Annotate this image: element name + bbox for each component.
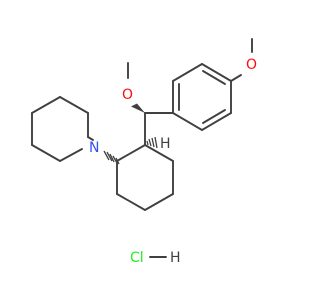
bond bbox=[201, 63, 232, 82]
hash-line bbox=[112, 155, 118, 164]
aromatic-double-bond bbox=[202, 109, 226, 124]
bond bbox=[59, 96, 89, 114]
hashed-bond-to-nitrogen bbox=[103, 150, 120, 165]
hash-line bbox=[146, 140, 149, 146]
hydrogen-atom-label: H bbox=[170, 250, 181, 266]
cyclohexane-ring bbox=[116, 144, 174, 211]
hydrochloride-salt: Cl H bbox=[130, 250, 181, 266]
bond bbox=[144, 144, 174, 162]
hash-line bbox=[103, 150, 110, 161]
hash-line bbox=[109, 153, 115, 163]
bond bbox=[172, 63, 203, 82]
benzylic-methoxy-group: O bbox=[122, 62, 174, 146]
hash-line bbox=[115, 157, 120, 165]
bond bbox=[201, 112, 232, 131]
bond bbox=[87, 136, 94, 141]
wedge-bond bbox=[131, 103, 145, 113]
hash-line bbox=[106, 151, 113, 162]
bond bbox=[31, 96, 61, 114]
aromatic-double-bond bbox=[202, 70, 226, 85]
hash-line bbox=[151, 137, 155, 148]
bond bbox=[116, 193, 146, 211]
methoxyphenyl-ring bbox=[172, 63, 232, 131]
chlorine-atom-label: Cl bbox=[130, 250, 144, 266]
bond bbox=[59, 148, 83, 162]
bond bbox=[31, 144, 61, 162]
molecule-structure-diagram: O O H N bbox=[31, 38, 257, 266]
nitrogen-atom-label: N bbox=[89, 140, 99, 156]
bond bbox=[230, 74, 242, 82]
hash-line bbox=[148, 138, 152, 147]
hydrogen-atom-label: H bbox=[160, 136, 171, 152]
para-methoxy-group: O bbox=[230, 38, 257, 82]
oxygen-atom-label: O bbox=[122, 87, 133, 103]
oxygen-atom-label: O bbox=[246, 57, 257, 73]
piperidine-ring: N bbox=[31, 96, 99, 162]
bond bbox=[144, 193, 174, 211]
hashed-bond-to-hydrogen bbox=[146, 136, 158, 149]
bond bbox=[172, 112, 203, 131]
hash-line bbox=[154, 136, 158, 149]
bond bbox=[116, 144, 146, 162]
